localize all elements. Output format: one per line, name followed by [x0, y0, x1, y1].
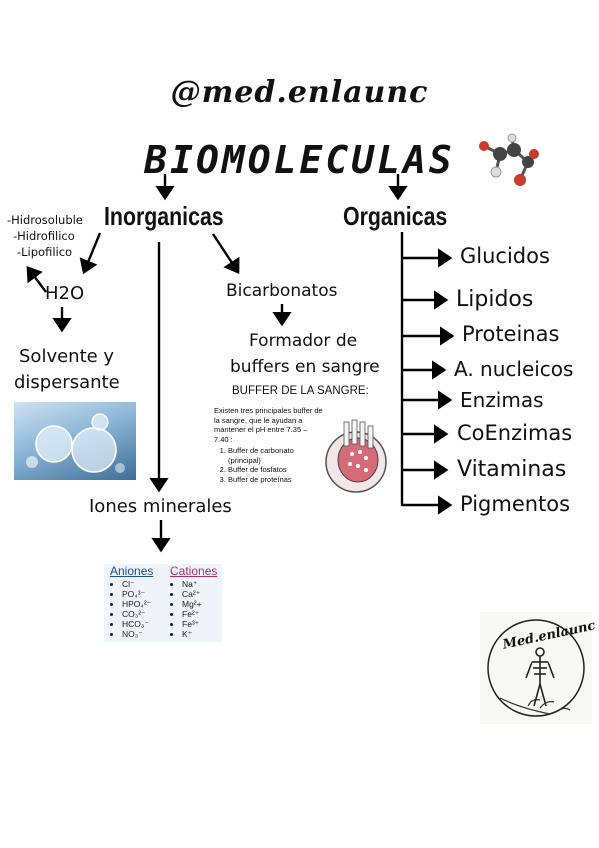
organica-item: Enzimas	[460, 388, 544, 412]
anion-item: CO₃²⁻	[122, 609, 153, 619]
cation-item: K⁺	[182, 629, 217, 639]
formador-line-1: Formador de	[249, 331, 358, 351]
organica-item: A. nucleicos	[454, 357, 574, 381]
organica-item: Vitaminas	[457, 457, 567, 482]
aniones-header: Aniones	[110, 564, 154, 578]
test-tube-rack-icon	[325, 419, 387, 493]
iones-label: Iones minerales	[89, 496, 232, 517]
aniones-column: Aniones Cl⁻ PO₄³⁻ HPO₄²⁻ CO₃²⁻ HCO₃⁻ NO₃…	[110, 564, 153, 639]
account-handle: @med.enlaunc	[170, 75, 429, 110]
organica-item: Pigmentos	[460, 492, 571, 516]
property-item: -Hidrosoluble	[7, 213, 83, 227]
buffer-item: Buffer de fosfatos	[228, 465, 324, 475]
anion-item: HPO₄²⁻	[122, 599, 153, 609]
buffer-heading: BUFFER DE LA SANGRE:	[232, 385, 369, 397]
ions-table: Aniones Cl⁻ PO₄³⁻ HPO₄²⁻ CO₃²⁻ HCO₃⁻ NO₃…	[104, 564, 222, 642]
organica-item: Lipidos	[456, 287, 534, 312]
water-properties: -Hidrosoluble -Hidrofilico -Lipofilico	[7, 212, 83, 260]
organicas-heading: Organicas	[343, 201, 448, 231]
h2o-role-line-2: dispersante	[14, 372, 120, 393]
bicarbonatos-label: Bicarbonatos	[226, 281, 338, 301]
anion-item: PO₄³⁻	[122, 589, 153, 599]
organica-item: Proteinas	[462, 322, 560, 346]
buffer-intro: Existen tres principales buffer de la sa…	[214, 406, 323, 444]
cationes-column: Cationes Na⁺ Ca²⁺ Mg²+ Fe²⁺ Fe³⁺ K⁺	[170, 564, 217, 639]
property-item: -Lipofilico	[17, 245, 73, 259]
property-item: -Hidrofilico	[13, 229, 75, 243]
cation-item: Na⁺	[182, 579, 217, 589]
cationes-header: Cationes	[170, 564, 218, 578]
organica-item: Glucidos	[460, 244, 550, 268]
page-title: BIOMOLECULAS	[144, 138, 455, 182]
organica-item: CoEnzimas	[457, 421, 573, 445]
water-molecule-image	[14, 402, 136, 480]
cation-item: Fe²⁺	[182, 609, 217, 619]
buffer-item: Buffer de proteínas	[228, 475, 324, 485]
brand-logo: Med.enlaunc	[480, 612, 597, 724]
cation-item: Ca²⁺	[182, 589, 217, 599]
buffer-item: Buffer de carbonato (principal)	[228, 446, 324, 465]
h2o-label: H2O	[45, 283, 85, 304]
anion-item: Cl⁻	[122, 579, 153, 589]
cation-item: Fe³⁺	[182, 619, 217, 629]
cation-item: Mg²+	[182, 599, 217, 609]
buffer-description: Existen tres principales buffer de la sa…	[214, 406, 324, 484]
h2o-role-line-1: Solvente y	[19, 346, 115, 367]
anion-item: NO₃⁻	[122, 629, 153, 639]
anion-item: HCO₃⁻	[122, 619, 153, 629]
formador-line-2: buffers en sangre	[230, 357, 380, 377]
molecule-icon	[479, 133, 539, 186]
inorganicas-heading: Inorganicas	[104, 201, 224, 231]
